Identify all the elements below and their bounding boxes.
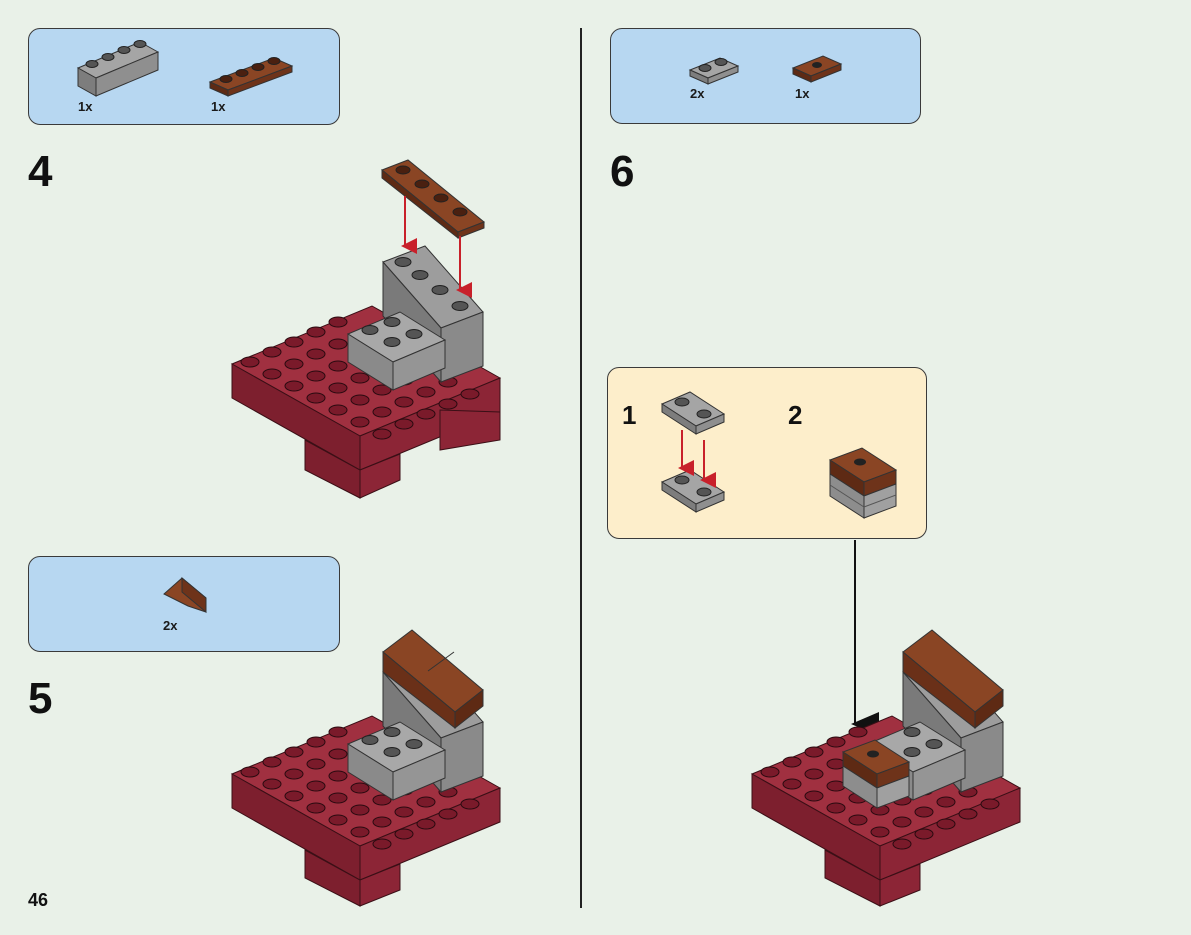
- page-number: 46: [28, 890, 49, 910]
- step-5-model: [230, 629, 502, 907]
- part-qty: 2x: [690, 86, 705, 101]
- part-qty: 1x: [211, 99, 226, 114]
- substep-number: 2: [788, 400, 803, 430]
- substep-number: 1: [622, 400, 637, 430]
- brown-1x4-plate-icon: [208, 57, 294, 97]
- subassembly-2-illustration: [828, 447, 898, 519]
- part-qty: 1x: [795, 86, 810, 101]
- part-qty: 2x: [163, 618, 178, 633]
- step-number: 6: [610, 147, 635, 196]
- step-number: 4: [28, 147, 53, 196]
- grey-1x4-brick-icon: [76, 40, 160, 97]
- brown-jumper-plate-icon: [791, 55, 843, 83]
- step-6-model: [750, 629, 1022, 907]
- brown-slope-icon: [163, 576, 207, 614]
- grey-1x2-plate-icon: [688, 57, 740, 85]
- part-qty: 1x: [78, 99, 93, 114]
- parts-callout-step-6: [610, 28, 921, 124]
- column-divider: [580, 28, 582, 908]
- step-4-model: [230, 159, 502, 499]
- subassembly-1-illustration: [660, 391, 726, 513]
- step-number: 5: [28, 674, 53, 723]
